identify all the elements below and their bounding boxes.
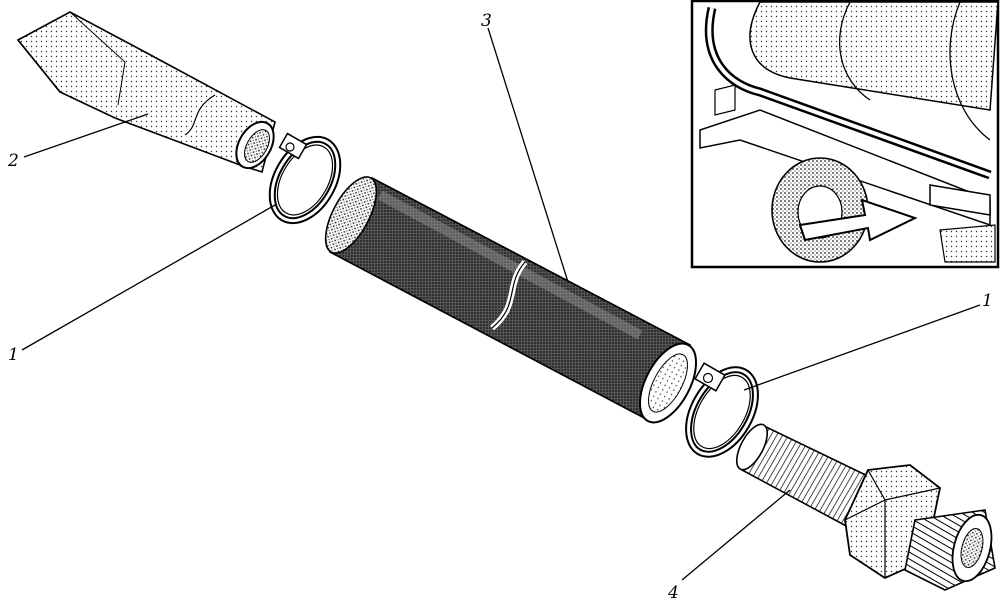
nozzle-part xyxy=(16,11,276,174)
leader-lines xyxy=(21,27,981,581)
union-fitting-part xyxy=(735,423,996,591)
clamp-left-part xyxy=(268,132,342,225)
clamp-right-part xyxy=(685,362,759,458)
leader-nozzle xyxy=(23,113,149,158)
hose-part xyxy=(324,176,698,424)
direction-arrow-icon xyxy=(798,198,918,242)
callout-clamp-left: 1 xyxy=(8,345,19,365)
callout-union-fitting: 4 xyxy=(667,583,679,603)
callout-labels: 2 1 3 1 4 xyxy=(7,11,993,603)
leader-union-fitting xyxy=(681,489,791,581)
inset-vehicle-view xyxy=(690,0,1000,269)
callout-hose: 3 xyxy=(481,11,492,31)
callout-nozzle: 2 xyxy=(7,151,19,171)
leader-clamp-left xyxy=(21,204,276,351)
callout-clamp-right: 1 xyxy=(982,291,993,311)
leader-clamp-right xyxy=(743,304,981,391)
leader-hose xyxy=(487,27,569,283)
